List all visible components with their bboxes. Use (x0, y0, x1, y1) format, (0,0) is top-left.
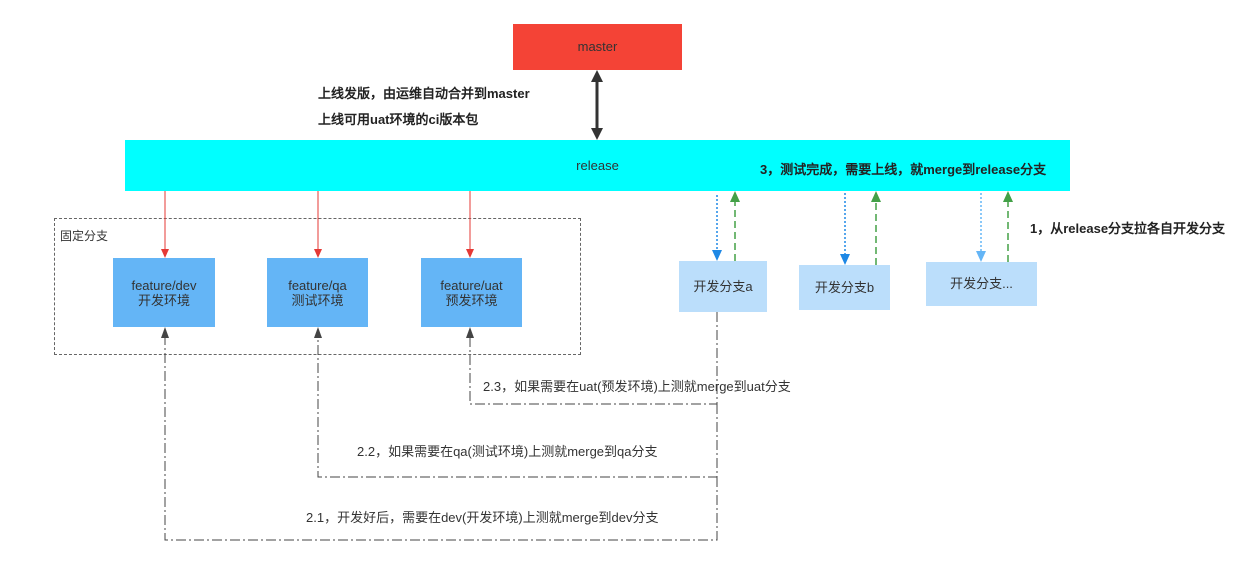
master-branch-node: master (513, 24, 682, 70)
feature-uat-env-label: 预发环境 (445, 292, 498, 308)
edge-pull-dev-branch-a (712, 195, 722, 261)
merge-to-uat-note: 2.3，如果需要在uat(预发环境)上测就merge到uat分支 (483, 379, 791, 394)
merge-to-qa-note: 2.2，如果需要在qa(测试环境)上测就merge到qa分支 (357, 444, 658, 459)
arrowhead-to-dev-branch-b (840, 254, 850, 265)
release-to-master-note-line1: 上线发版，由运维自动合并到master (318, 86, 530, 101)
edge-merge-dev-branch-a-to-release (730, 191, 740, 261)
feature-qa-env-label: 测试环境 (291, 292, 344, 308)
feature-qa-node: feature/qa 测试环境 (267, 258, 368, 327)
dev-branch-a-label: 开发分支a (693, 278, 753, 294)
dev-branch-b-label: 开发分支b (814, 279, 875, 295)
fixed-branches-group: 固定分支 feature/dev 开发环境 feature/qa 测试环境 fe… (54, 218, 581, 355)
feature-qa-branch-name: feature/qa (288, 277, 347, 293)
feature-dev-env-label: 开发环境 (137, 292, 190, 308)
arrowhead-to-dev-branch-more (976, 251, 986, 262)
edge-merge-to-feature-dev (161, 327, 718, 541)
dev-branch-b-node: 开发分支b (799, 265, 890, 310)
arrowhead-to-release (591, 128, 603, 140)
fixed-branches-group-label: 固定分支 (60, 229, 109, 243)
edge-merge-dev-branch-b-to-release (871, 191, 881, 265)
arrowhead-to-release-from-more (1003, 191, 1013, 202)
feature-uat-node: feature/uat 预发环境 (421, 258, 522, 327)
edge-master-release (591, 70, 603, 140)
release-to-master-note-line2: 上线可用uat环境的ci版本包 (318, 112, 479, 127)
edge-merge-dev-branch-more-to-release (1003, 191, 1013, 262)
master-branch-label: master (577, 39, 618, 54)
dev-branch-a-node: 开发分支a (679, 261, 767, 312)
arrowhead-to-release-from-a (730, 191, 740, 202)
pull-from-release-note: 1，从release分支拉各自开发分支 (1030, 221, 1226, 236)
edge-pull-dev-branch-more (976, 193, 986, 262)
arrowhead-to-release-from-b (871, 191, 881, 202)
arrowhead-to-dev-branch-a (712, 250, 722, 261)
arrowhead-to-master (591, 70, 603, 82)
dev-branch-more-label: 开发分支... (950, 276, 1013, 291)
dev-branch-more-node: 开发分支... (926, 262, 1037, 306)
feature-dev-branch-name: feature/dev (131, 277, 197, 293)
release-branch-label: release (576, 157, 619, 173)
feature-dev-node: feature/dev 开发环境 (113, 258, 215, 327)
merge-to-dev-note: 2.1，开发好后，需要在dev(开发环境)上测就merge到dev分支 (306, 510, 659, 525)
feature-uat-branch-name: feature/uat (440, 277, 503, 293)
edge-pull-dev-branch-b (840, 193, 850, 265)
release-branch-node: release (125, 140, 1070, 191)
merge-to-release-note: 3，测试完成，需要上线，就merge到release分支 (760, 162, 1047, 177)
